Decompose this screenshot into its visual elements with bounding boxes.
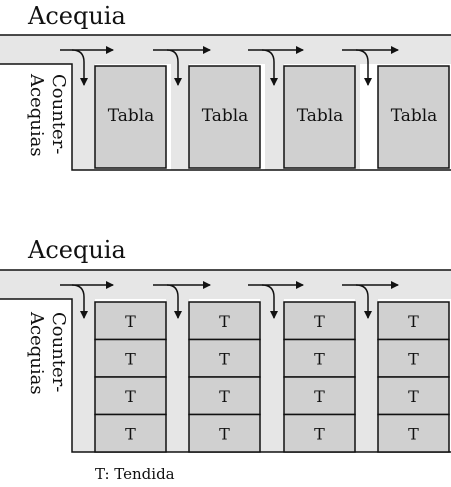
tendida-cell (94, 301, 167, 341)
bottom-acequia-title: Acequia (27, 236, 126, 264)
tendida-cell (188, 376, 261, 416)
tabla-plot (188, 65, 261, 169)
tabla-label: Tabla (297, 106, 344, 126)
tabla-plot (377, 65, 450, 169)
top-plots: Tabla Tabla Tabla Tabla (94, 65, 450, 169)
tendida-cell-label: T (125, 424, 136, 443)
top-channel-outline (0, 34, 451, 171)
tendida-cell (283, 413, 356, 453)
tendida-cell (94, 413, 167, 453)
tendida-cell-label: T (314, 349, 325, 368)
tendida-cell-label: T (219, 349, 230, 368)
tendida-cell-label: T (408, 387, 419, 406)
tendida-cell (377, 413, 450, 453)
tabla-label: Tabla (391, 106, 438, 126)
tabla-label: Tabla (202, 106, 249, 126)
top-counter-acequias-label: Counter- Acequias (26, 73, 69, 157)
tabla-label: Tabla (108, 106, 155, 126)
top-flow-arrows (60, 46, 399, 86)
tendida-cell (188, 301, 261, 341)
top-diagram: Acequia Tabla Tabla Tabla Tabla (0, 2, 451, 171)
legend-text: T: Tendida (95, 465, 175, 483)
top-acequia-title: Acequia (27, 2, 126, 30)
tendida-cell (188, 413, 261, 453)
bottom-flow-arrows (60, 281, 399, 319)
flow-arrow (166, 49, 182, 86)
flow-arrow (261, 284, 278, 319)
svg-text:Counter-: Counter- (48, 74, 69, 154)
tendida-cell-label: T (219, 312, 230, 331)
tendida-cell-label: T (408, 312, 419, 331)
bottom-acequia-channel (0, 270, 451, 452)
flow-arrow (261, 49, 278, 86)
svg-text:Acequias: Acequias (26, 311, 47, 395)
tendida-cell-label: T (219, 387, 230, 406)
tendida-cell (283, 376, 356, 416)
tabla-plot (94, 65, 167, 169)
flow-arrow (166, 284, 182, 319)
flow-arrow (71, 284, 88, 319)
tendida-cell-label: T (219, 424, 230, 443)
tendida-cell-label: T (125, 349, 136, 368)
tendida-cell (188, 338, 261, 378)
tendida-cell (283, 301, 356, 341)
tendida-cell-label: T (314, 387, 325, 406)
tendida-cell (94, 338, 167, 378)
tendida-cell-label: T (408, 349, 419, 368)
flow-arrow (71, 49, 88, 86)
tendida-cell-label: T (314, 424, 325, 443)
tendida-cell-label: T (125, 387, 136, 406)
flow-arrow (355, 284, 372, 319)
svg-text:Counter-: Counter- (48, 312, 69, 392)
tendida-cell (283, 338, 356, 378)
bottom-counter-acequias-label: Counter- Acequias (26, 311, 69, 395)
bottom-channel-outline (0, 269, 451, 453)
tendida-cell-label: T (314, 312, 325, 331)
tendida-cell-label: T (125, 312, 136, 331)
tabla-plot (283, 65, 356, 169)
top-acequia-channel (0, 35, 451, 170)
svg-text:Acequias: Acequias (26, 73, 47, 157)
flow-arrow (355, 49, 372, 86)
tendida-cell (377, 301, 450, 341)
tendida-cell (377, 338, 450, 378)
tendida-cell-label: T (408, 424, 419, 443)
